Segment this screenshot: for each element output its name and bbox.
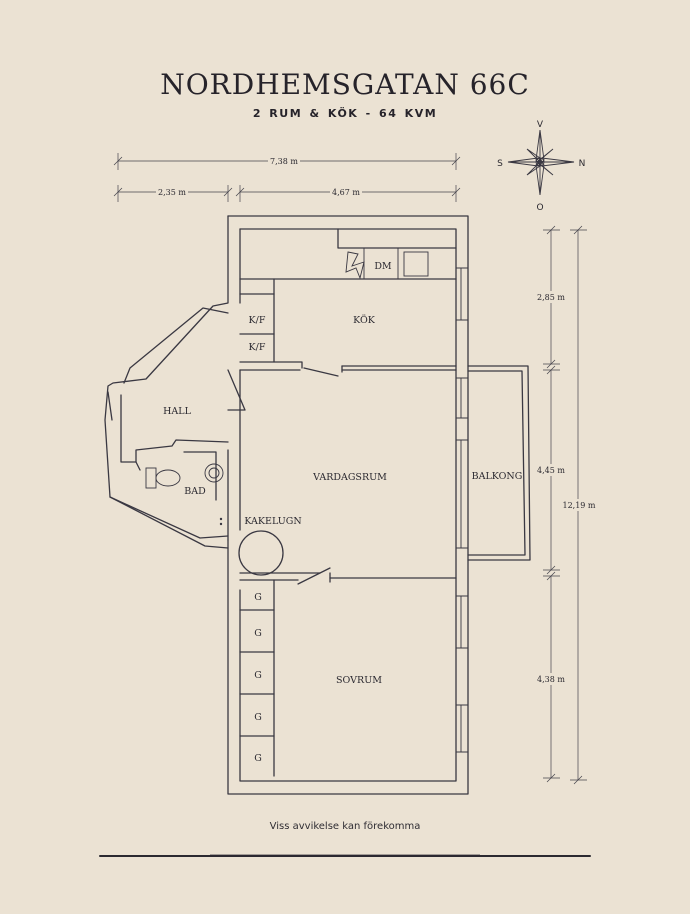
- dimension-kitchen-depth: 2,85 m: [536, 225, 566, 369]
- room-label-bedroom: SOVRUM: [336, 675, 382, 686]
- dimension-left-width: 2,35 m: [113, 185, 233, 202]
- label-wardrobe-3: G: [254, 670, 262, 681]
- compass-south: O: [536, 203, 543, 213]
- dimension-living-depth: 4,45 m: [536, 365, 566, 575]
- svg-text:2,35 m: 2,35 m: [158, 188, 186, 197]
- compass-east: N: [579, 159, 586, 169]
- room-label-kitchen: KÖK: [353, 314, 376, 326]
- compass-west: S: [497, 159, 503, 169]
- decorative-rule: [99, 854, 591, 857]
- svg-text:12,19 m: 12,19 m: [562, 501, 595, 510]
- disclaimer-text: Viss avvikelse kan förekomma: [269, 821, 421, 832]
- room-label-living: VARDAGSRUM: [312, 472, 387, 483]
- balcony: BALKONG: [456, 365, 531, 561]
- compass-rose-icon: V O S N: [497, 120, 585, 213]
- room-label-balcony: BALKONG: [472, 471, 523, 482]
- svg-text:4,38 m: 4,38 m: [537, 675, 565, 684]
- dimension-bedroom-depth: 4,38 m: [536, 571, 566, 783]
- label-wardrobe-1: G: [254, 592, 262, 603]
- label-fridge-1: K/F: [249, 315, 266, 326]
- plan-title: NORDHEMSGATAN 66C: [160, 68, 530, 101]
- kitchen: KÖK DM K/F K/F: [239, 228, 457, 377]
- svg-text:4,67 m: 4,67 m: [332, 188, 360, 197]
- label-wardrobe-5: G: [254, 753, 262, 764]
- dimension-total-width: 7,38 m: [113, 153, 461, 170]
- plan-subtitle: 2 RUM & KÖK - 64 KVM: [252, 107, 438, 120]
- room-label-bath: BAD: [184, 486, 206, 497]
- label-dishwasher: DM: [374, 261, 392, 272]
- svg-text:2,85 m: 2,85 m: [537, 293, 565, 302]
- dimension-total-length: 12,19 m: [562, 225, 596, 785]
- windows: [456, 267, 468, 753]
- outer-walls: [104, 215, 469, 795]
- bedroom: G G G G G SOVRUM: [239, 579, 382, 777]
- label-wardrobe-2: G: [254, 628, 262, 639]
- label-fridge-2: K/F: [249, 342, 266, 353]
- label-wardrobe-4: G: [254, 712, 262, 723]
- compass-north: V: [537, 120, 544, 130]
- living-room: VARDAGSRUM KAKELUGN: [227, 369, 457, 585]
- room-label-hall: HALL: [163, 406, 191, 417]
- label-tiled-stove: KAKELUGN: [244, 516, 301, 527]
- svg-text:4,45 m: 4,45 m: [537, 466, 565, 475]
- svg-text:7,38 m: 7,38 m: [270, 157, 298, 166]
- hall-and-bath: HALL BAD: [135, 406, 229, 541]
- dimension-right-width: 4,67 m: [235, 185, 461, 202]
